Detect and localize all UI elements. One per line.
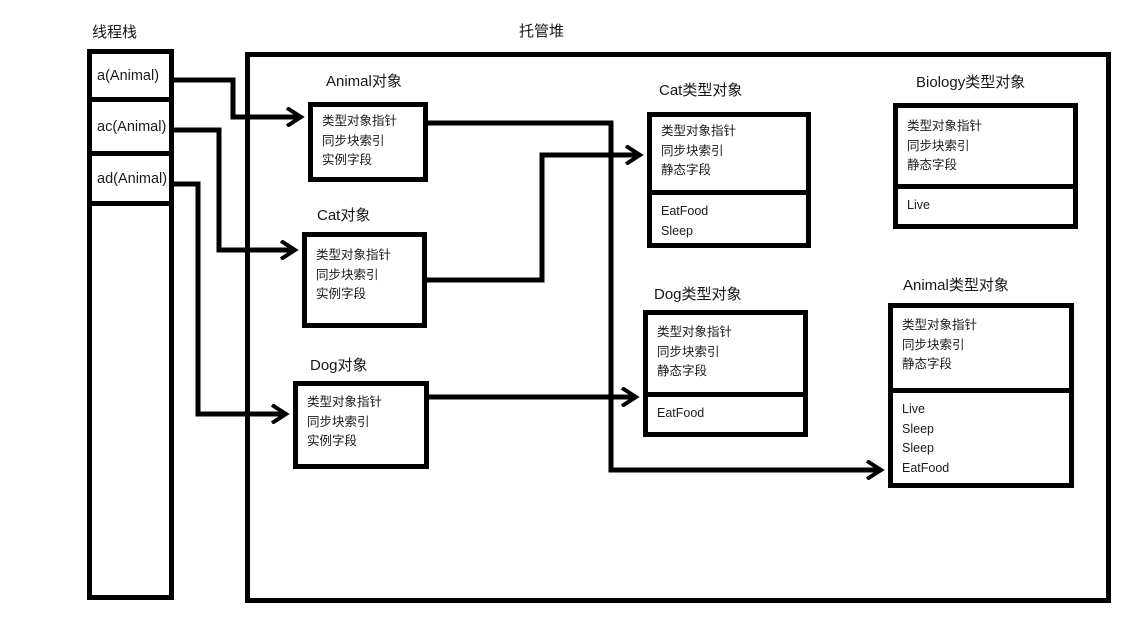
- field-static-fields: 静态字段: [661, 163, 712, 177]
- stack-cell-ac-label: ac(Animal): [97, 118, 167, 135]
- animal-type-object-title: Animal类型对象: [903, 277, 1009, 294]
- stack-cell-ad: ad(Animal): [92, 156, 169, 206]
- field-type-object-pointer: 类型对象指针: [307, 395, 383, 409]
- cat-object-fields: 类型对象指针 同步块索引 实例字段: [307, 237, 422, 307]
- animal-object-box: 类型对象指针 同步块索引 实例字段: [308, 102, 428, 182]
- animal-type-methods: Live Sleep Sleep EatFood: [893, 388, 1069, 480]
- field-type-object-pointer: 类型对象指针: [902, 318, 978, 332]
- dog-type-object-title: Dog类型对象: [654, 286, 742, 303]
- animal-type-fields: 类型对象指针 同步块索引 静态字段: [893, 308, 1069, 388]
- cat-type-object-box: 类型对象指针 同步块索引 静态字段 EatFood Sleep: [647, 112, 811, 248]
- stack-cell-ac: ac(Animal): [92, 102, 169, 156]
- dog-object-title: Dog对象: [310, 357, 368, 374]
- dog-type-methods: EatFood: [648, 392, 803, 426]
- stack-cell-a: a(Animal): [92, 54, 169, 102]
- method-sleep: Sleep: [661, 223, 693, 238]
- field-sync-block-index: 同步块索引: [322, 133, 385, 148]
- field-type-object-pointer: 类型对象指针: [322, 114, 398, 128]
- field-instance-fields: 实例字段: [316, 287, 367, 301]
- field-sync-block-index: 同步块索引: [307, 414, 370, 429]
- field-instance-fields: 实例字段: [322, 153, 373, 167]
- field-type-object-pointer: 类型对象指针: [657, 325, 733, 339]
- method-sleep: Sleep: [902, 421, 934, 436]
- dog-object-fields: 类型对象指针 同步块索引 实例字段: [298, 386, 424, 454]
- animal-object-title: Animal对象: [326, 73, 402, 90]
- animal-type-object-box: 类型对象指针 同步块索引 静态字段 Live Sleep Sleep EatFo…: [888, 303, 1074, 488]
- method-live: Live: [907, 198, 930, 212]
- method-eatfood: EatFood: [661, 204, 709, 218]
- field-sync-block-index: 同步块索引: [907, 138, 970, 153]
- field-sync-block-index: 同步块索引: [661, 143, 724, 158]
- dog-type-fields: 类型对象指针 同步块索引 静态字段: [648, 315, 803, 392]
- field-static-fields: 静态字段: [902, 357, 953, 371]
- field-sync-block-index: 同步块索引: [316, 267, 379, 282]
- dog-type-object-box: 类型对象指针 同步块索引 静态字段 EatFood: [643, 310, 808, 437]
- thread-stack-title: 线程栈: [92, 24, 138, 41]
- field-sync-block-index: 同步块索引: [657, 344, 720, 359]
- method-live: Live: [902, 402, 925, 416]
- field-instance-fields: 实例字段: [307, 434, 358, 448]
- biology-type-fields: 类型对象指针 同步块索引 静态字段: [898, 108, 1073, 184]
- field-static-fields: 静态字段: [657, 364, 708, 378]
- cat-type-fields: 类型对象指针 同步块索引 静态字段: [652, 117, 806, 190]
- method-eatfood: EatFood: [902, 460, 950, 475]
- biology-type-object-title: Biology类型对象: [916, 74, 1026, 91]
- method-sleep: Sleep: [902, 441, 934, 455]
- biology-type-methods: Live: [898, 184, 1073, 218]
- cat-object-box: 类型对象指针 同步块索引 实例字段: [302, 232, 427, 328]
- field-static-fields: 静态字段: [907, 158, 958, 172]
- field-sync-block-index: 同步块索引: [902, 337, 965, 352]
- stack-cell-ad-label: ad(Animal): [97, 170, 168, 187]
- dog-object-box: 类型对象指针 同步块索引 实例字段: [293, 381, 429, 469]
- stack-cell-a-label: a(Animal): [97, 67, 160, 84]
- managed-heap-title: 托管堆: [519, 23, 565, 40]
- method-eatfood: EatFood: [657, 406, 705, 420]
- field-type-object-pointer: 类型对象指针: [316, 248, 392, 262]
- cat-type-methods: EatFood Sleep: [652, 190, 806, 243]
- field-type-object-pointer: 类型对象指针: [907, 119, 983, 133]
- biology-type-object-box: 类型对象指针 同步块索引 静态字段 Live: [893, 103, 1078, 229]
- field-type-object-pointer: 类型对象指针: [661, 124, 737, 138]
- thread-stack: a(Animal) ac(Animal) ad(Animal): [87, 49, 174, 600]
- animal-object-fields: 类型对象指针 同步块索引 实例字段: [313, 107, 423, 173]
- cat-object-title: Cat对象: [317, 207, 371, 224]
- cat-type-object-title: Cat类型对象: [659, 82, 743, 99]
